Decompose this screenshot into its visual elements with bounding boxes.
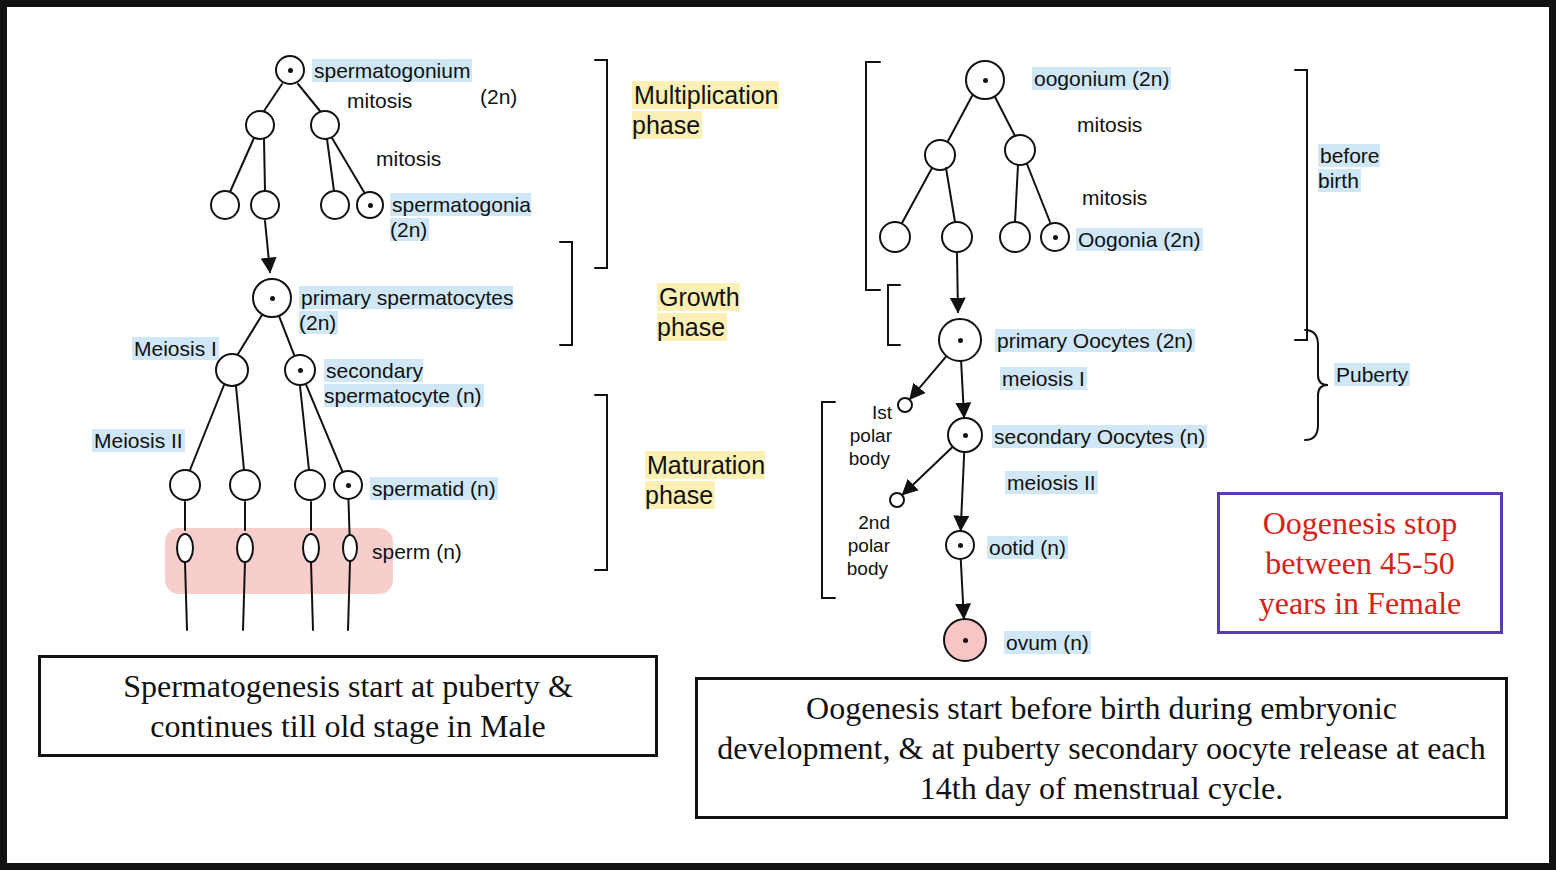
- cell-circle: spermatogonium: [275, 55, 305, 85]
- nucleus-dot: [1053, 235, 1058, 240]
- nucleus-dot: [958, 543, 963, 548]
- text-block: before birth: [1318, 143, 1418, 193]
- cell-circle: ootid (n): [945, 530, 975, 560]
- label-text: spermatid (n): [370, 477, 498, 500]
- label-text: Meiosis I: [132, 337, 219, 360]
- text-block: Oogonia (2n): [1076, 227, 1296, 252]
- note-box: Oogenesis stop between 45-50 years in Fe…: [1217, 492, 1503, 634]
- label-text: Meiosis II: [92, 429, 185, 452]
- connector: [910, 357, 946, 399]
- label-text: Maturation phase: [645, 451, 765, 509]
- cell-circle: Oogonia (2n): [1040, 222, 1070, 252]
- note-line: Oogenesis stop between 45-50 years in Fe…: [1259, 505, 1462, 621]
- nucleus-dot: [298, 368, 303, 373]
- text-block: primary spermatocytes (2n): [299, 285, 529, 335]
- nucleus-dot: [346, 483, 351, 488]
- text-block: ovum (n): [1004, 630, 1204, 655]
- cell-circle: sperm (n): [342, 534, 358, 562]
- label-text: (2n): [478, 85, 519, 108]
- text-block: mitosis: [1080, 185, 1200, 210]
- text-block: oogonium (2n): [1032, 66, 1262, 91]
- nucleus-dot: [963, 638, 968, 643]
- label-text: mitosis: [345, 89, 414, 112]
- label-text: secondary Oocytes (n): [992, 425, 1207, 448]
- cell-circle: 2nd polar body: [889, 492, 905, 508]
- label-text: Growth phase: [657, 283, 740, 341]
- nucleus-dot: [963, 433, 968, 438]
- connector: [903, 447, 952, 494]
- nucleus-dot: [368, 203, 373, 208]
- label-text: Multiplication phase: [632, 81, 779, 139]
- note-line: Oogenesis start before birth during embr…: [717, 690, 1486, 806]
- text-block: spermatogonia (2n): [390, 192, 540, 242]
- text-block: Puberty: [1334, 362, 1454, 387]
- label-text: mitosis: [1080, 186, 1149, 209]
- text-block: spermatid (n): [370, 476, 570, 501]
- nucleus-dot: [958, 338, 963, 343]
- cell-circle: ovum (n): [943, 618, 987, 662]
- label-text: sperm (n): [370, 540, 464, 563]
- note-box: Oogenesis start before birth during embr…: [695, 677, 1508, 819]
- cell-circle: Ist polar body: [897, 397, 913, 413]
- text-block: meiosis I: [1000, 366, 1150, 391]
- label-text: Puberty: [1334, 363, 1410, 386]
- cell-circle: secondary Oocytes (n): [947, 417, 983, 453]
- nucleus-dot: [288, 68, 293, 73]
- label-text: secondary spermatocyte (n): [324, 359, 484, 407]
- cell-circle: secondary spermatocyte (n): [284, 354, 316, 386]
- nucleus-dot: [270, 296, 275, 301]
- text-block: Meiosis I: [132, 336, 242, 361]
- label-text: mitosis: [374, 147, 443, 170]
- connector: [961, 362, 964, 417]
- note-line: Spermatogenesis start at puberty & conti…: [123, 668, 573, 744]
- label-text: 2nd polar body: [847, 512, 890, 579]
- label-text: spermatogonium: [312, 59, 472, 82]
- note-text: Oogenesis stop between 45-50 years in Fe…: [1238, 503, 1482, 623]
- text-block: ootid (n): [987, 535, 1187, 560]
- cell-circle: primary spermatocytes (2n): [252, 278, 292, 318]
- label-text: Ist polar body: [849, 402, 892, 469]
- label-text: primary spermatocytes (2n): [299, 286, 513, 334]
- label-text: primary Oocytes (2n): [995, 329, 1195, 352]
- connector: [279, 317, 294, 355]
- text-block: Maturation phase: [645, 450, 795, 510]
- text-block: sperm (n): [370, 539, 520, 564]
- text-block: 2nd polar body: [828, 512, 890, 580]
- label-text: ootid (n): [987, 536, 1068, 559]
- label-text: ovum (n): [1004, 631, 1091, 654]
- text-block: meiosis II: [1005, 470, 1155, 495]
- nucleus-dot: [983, 78, 988, 83]
- text-block: mitosis: [345, 88, 465, 113]
- cell-circle: spermatogonia (2n): [356, 191, 384, 219]
- cell-circle: primary Oocytes (2n): [938, 318, 982, 362]
- text-block: primary Oocytes (2n): [995, 328, 1295, 353]
- note-text: Oogenesis start before birth during embr…: [716, 688, 1487, 808]
- connector: [961, 560, 964, 618]
- label-text: spermatogonia (2n): [390, 193, 531, 241]
- label-text: meiosis I: [1000, 367, 1087, 390]
- text-block: secondary spermatocyte (n): [324, 358, 544, 408]
- text-block: Multiplication phase: [632, 80, 852, 140]
- connector: [348, 500, 349, 534]
- connector: [961, 453, 965, 530]
- text-block: (2n): [478, 84, 538, 109]
- cell-circle: spermatid (n): [333, 470, 363, 500]
- text-block: Meiosis II: [92, 428, 202, 453]
- note-text: Spermatogenesis start at puberty & conti…: [59, 666, 637, 746]
- text-block: mitosis: [374, 146, 494, 171]
- label-text: oogonium (2n): [1032, 67, 1171, 90]
- label-text: mitosis: [1075, 113, 1144, 136]
- text-block: mitosis: [1075, 112, 1195, 137]
- text-block: Ist polar body: [830, 402, 892, 470]
- label-text: Oogonia (2n): [1076, 228, 1203, 251]
- note-box: Spermatogenesis start at puberty & conti…: [38, 655, 658, 757]
- text-block: secondary Oocytes (n): [992, 424, 1292, 449]
- label-text: before birth: [1318, 144, 1380, 192]
- text-block: Growth phase: [657, 282, 797, 342]
- label-text: meiosis II: [1005, 471, 1098, 494]
- cell-circle: oogonium (2n): [965, 60, 1005, 100]
- text-block: spermatogonium: [312, 58, 612, 83]
